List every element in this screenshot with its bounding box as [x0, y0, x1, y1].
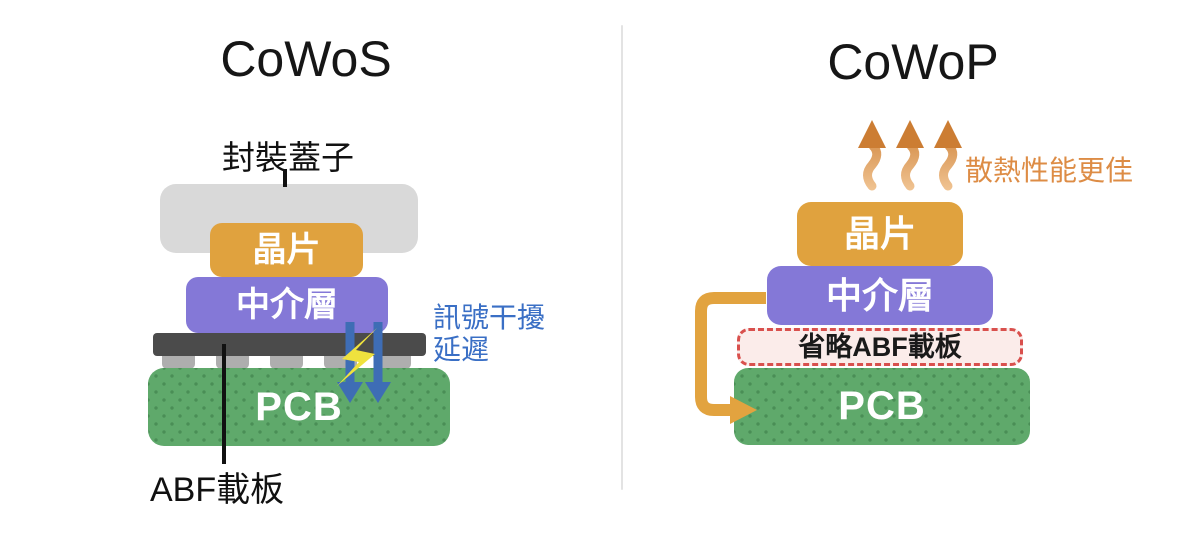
vertical-divider	[621, 25, 623, 490]
cowop-interposer-layer: 中介層	[767, 266, 993, 325]
omitted-abf-substrate-layer: 省略ABF載板	[737, 328, 1023, 366]
signal-interference-annotation: 訊號干擾 延遲	[433, 302, 545, 366]
cowop-pcb-layer: PCB	[734, 368, 1030, 445]
up-arrow-icon	[934, 120, 962, 191]
cowos-title: CoWoS	[220, 31, 392, 87]
up-arrow-icon	[896, 120, 924, 191]
cowos-pcb-layer: PCB	[148, 368, 450, 446]
cowos-chip-layer: 晶片	[210, 223, 363, 277]
lid-label: 封裝蓋子	[222, 139, 354, 176]
up-arrow-icon	[858, 120, 886, 191]
cowop-chip-layer: 晶片	[797, 202, 963, 266]
signal-interference-line1: 訊號干擾	[433, 302, 546, 333]
heat-dissipation-annotation: 散熱性能更佳	[965, 155, 1134, 186]
solder-bump	[162, 356, 195, 369]
abf-substrate-label: ABF載板	[150, 471, 285, 509]
solder-bump	[378, 356, 411, 369]
abf-substrate-layer	[153, 333, 426, 356]
cowos-interposer-layer: 中介層	[186, 277, 388, 333]
cowop-title: CoWoP	[827, 34, 999, 90]
solder-bump	[270, 356, 303, 369]
signal-interference-line2: 延遲	[433, 334, 490, 365]
